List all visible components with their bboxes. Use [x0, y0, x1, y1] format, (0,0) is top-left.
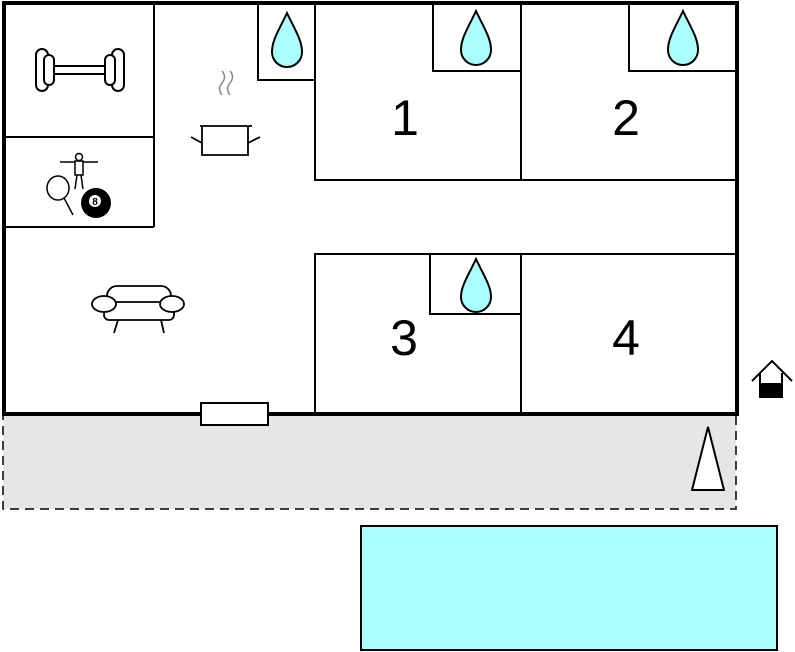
room-label-3: 3: [390, 310, 418, 366]
water-drop-icon: [459, 8, 493, 66]
svg-text:8: 8: [92, 197, 98, 208]
terrace: [2, 413, 737, 510]
water-drop-icon: [459, 256, 493, 313]
well-icon: [751, 359, 793, 398]
games-icon: 8: [46, 152, 111, 218]
water-drop-icon: [270, 10, 304, 68]
entrance-door: [200, 402, 269, 426]
foosball-icon: [60, 152, 98, 190]
room-label-2: 2: [612, 90, 640, 146]
building-outline: [2, 1, 739, 416]
ping-pong-paddle-icon: [46, 175, 74, 216]
dumbbell-icon: [35, 48, 125, 92]
water-drop-icon: [666, 8, 700, 66]
room-label-1: 1: [391, 90, 419, 146]
sofa-icon: [91, 285, 185, 334]
room-label-4: 4: [612, 310, 640, 366]
billiard-ball-icon: 8: [81, 188, 111, 218]
parasol-icon: [690, 426, 726, 491]
pool: [360, 525, 778, 651]
kitchen-pot-icon: [190, 70, 261, 156]
gym-room: [4, 3, 155, 228]
